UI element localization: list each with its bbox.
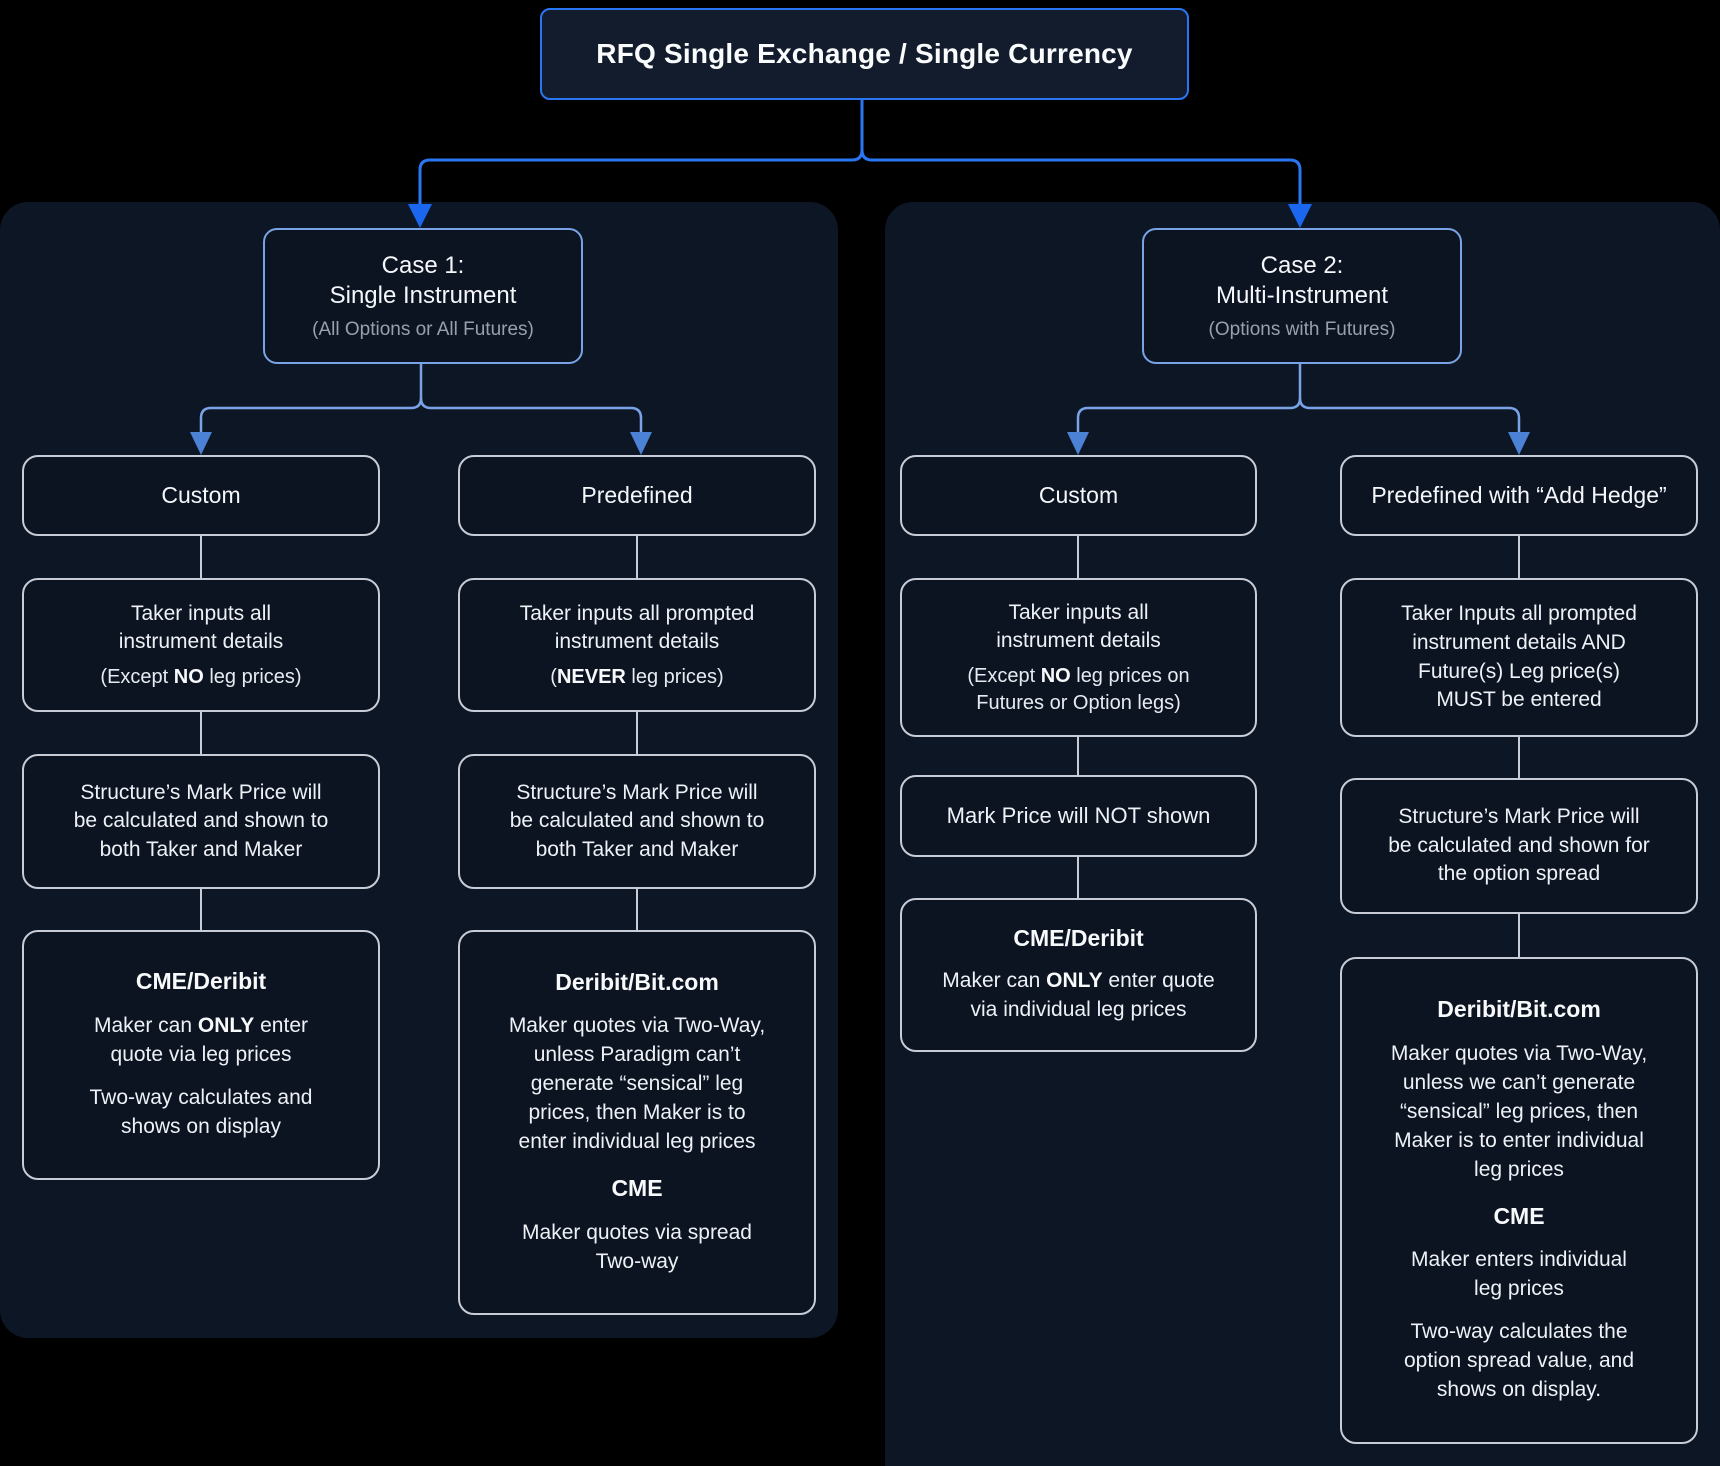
root-connector-right [860,149,1302,206]
text-segment: leg prices) [625,665,724,688]
text-line: Taker inputs all [1008,600,1149,624]
case2-predefined-venue-box: Deribit/Bit.com Maker quotes via Two-Way… [1340,957,1698,1444]
venue-paragraph: Maker can ONLY enter quote via individua… [934,967,1224,1025]
text-segment-bold: NEVER [556,665,626,688]
case2-custom-box: Custom [900,455,1257,536]
case2-split-right [1298,397,1521,434]
venue-header: CME/Deribit [135,968,267,995]
text-line: Structure’s Mark Price will [516,780,758,804]
venue-header: Deribit/Bit.com [555,968,719,995]
text-line: be calculated and shown to [509,809,765,833]
taker-note: (NEVER leg prices) [550,664,723,691]
case2-predefined-mark-box: Structure’s Mark Price will be calculate… [1340,778,1698,914]
venue-header: CME [1493,1202,1545,1229]
text-line: Structure’s Mark Price will [1398,805,1640,829]
venue-paragraph: Two-way calculates and shows on display [89,1085,313,1138]
case2-custom-taker-box: Taker inputs all instrument details (Exc… [900,578,1257,737]
text-line: instrument details [996,629,1161,653]
arrow-down-icon [1288,204,1312,228]
case2-custom-mark-box: Mark Price will NOT shown [900,775,1257,857]
text-line: Future(s) Leg price(s) [1418,659,1620,683]
text-segment-bold: NO [1040,664,1071,687]
arrow-down-icon [190,432,212,455]
venue-paragraph: Maker enters individual leg prices [1411,1248,1627,1301]
case2-predefined-box: Predefined with “Add Hedge” [1340,455,1698,536]
case2-subtitle: (Options with Futures) [1208,319,1396,340]
case1-custom-mark-box: Structure’s Mark Price will be calculate… [22,754,380,889]
text-segment: enter quote via leg prices [110,1013,308,1066]
text-line: both Taker and Maker [99,837,303,861]
case1-custom-taker-box: Taker inputs all instrument details (Exc… [22,578,380,712]
case1-predefined-mark-box: Structure’s Mark Price will be calculate… [458,754,816,889]
text-line: Structure’s Mark Price will [80,780,322,804]
text-line: instrument details [118,630,284,654]
venue-paragraph: Maker quotes via Two-Way, unless Paradig… [508,1014,766,1153]
venue-paragraph: Maker quotes via Two-Way, unless we can’… [1390,1041,1648,1181]
text-segment: Maker can [94,1013,198,1037]
case1-title-line1: Case 1: [381,252,465,279]
text-line: be calculated and shown to [73,809,329,833]
text-line: the option spread [1437,862,1601,886]
text-line: Taker inputs all [130,601,272,625]
text-segment: (Except [100,665,174,688]
text-line: be calculated and shown for [1388,833,1650,857]
case2-predefined-taker-box: Taker Inputs all prompted instrument det… [1340,578,1698,737]
text-line: instrument details AND [1412,630,1626,654]
arrow-down-icon [630,432,652,455]
venue-paragraph: Two-way calculates the option spread val… [1404,1320,1635,1401]
arrow-down-icon [1067,432,1089,455]
case1-subtitle: (All Options or All Futures) [312,319,534,340]
case1-custom-label: Custom [161,482,241,508]
case1-predefined-box: Predefined [458,455,816,536]
text-segment: (Except [967,664,1041,687]
venue-paragraph: Maker quotes via spread Two-way [522,1220,752,1273]
text-line: Taker inputs all prompted [519,601,755,625]
arrow-down-icon [1508,432,1530,455]
case2-predefined-label: Predefined with “Add Hedge” [1371,482,1667,508]
taker-note: (Except NO leg prices) [100,664,301,691]
text-line: Taker Inputs all prompted [1401,602,1637,626]
case2-split-left [1076,360,1302,434]
text-segment: leg prices on Futures or Option legs) [976,664,1190,714]
text-line: Mark Price will NOT shown [946,803,1211,829]
case1-predefined-label: Predefined [581,482,693,508]
case2-title-line1: Case 2: [1260,252,1344,279]
text-segment: ( [550,665,557,688]
venue-header: Deribit/Bit.com [1437,996,1601,1023]
text-line: both Taker and Maker [535,837,739,861]
root-title: RFQ Single Exchange / Single Currency [596,38,1133,69]
root-node: RFQ Single Exchange / Single Currency [540,8,1189,100]
taker-note: (Except NO leg prices on Futures or Opti… [944,663,1214,716]
case2-title-line2: Multi-Instrument [1215,282,1389,309]
case1-title-line2: Single Instrument [329,282,517,309]
arrow-down-icon [408,204,432,228]
case1-custom-box: Custom [22,455,380,536]
case1-split-right [419,397,643,434]
venue-header: CME/Deribit [1013,925,1144,952]
text-segment: Maker can [942,968,1047,992]
text-segment: leg prices) [203,665,302,688]
case2-custom-label: Custom [1038,482,1119,508]
case2-header: Case 2: Multi-Instrument (Options with F… [1142,228,1462,364]
text-segment-bold: NO [173,665,204,688]
case1-predefined-venue-box: Deribit/Bit.com Maker quotes via Two-Way… [458,930,816,1315]
text-line: instrument details [554,630,720,654]
case1-predefined-taker-box: Taker inputs all prompted instrument det… [458,578,816,712]
case1-split-left [199,360,423,434]
text-segment-bold: ONLY [1046,968,1103,992]
text-line: MUST be entered [1436,688,1602,712]
venue-header: CME [611,1174,663,1201]
venue-paragraph: Maker can ONLY enter quote via leg price… [86,1012,316,1070]
case1-header: Case 1: Single Instrument (All Options o… [263,228,583,364]
case1-custom-venue-box: CME/Deribit Maker can ONLY enter quote v… [22,930,380,1180]
root-connector-left [418,96,864,206]
text-segment-bold: ONLY [197,1013,255,1037]
case2-custom-venue-box: CME/Deribit Maker can ONLY enter quote v… [900,898,1257,1052]
text-segment: enter quote via individual leg prices [970,968,1215,1021]
